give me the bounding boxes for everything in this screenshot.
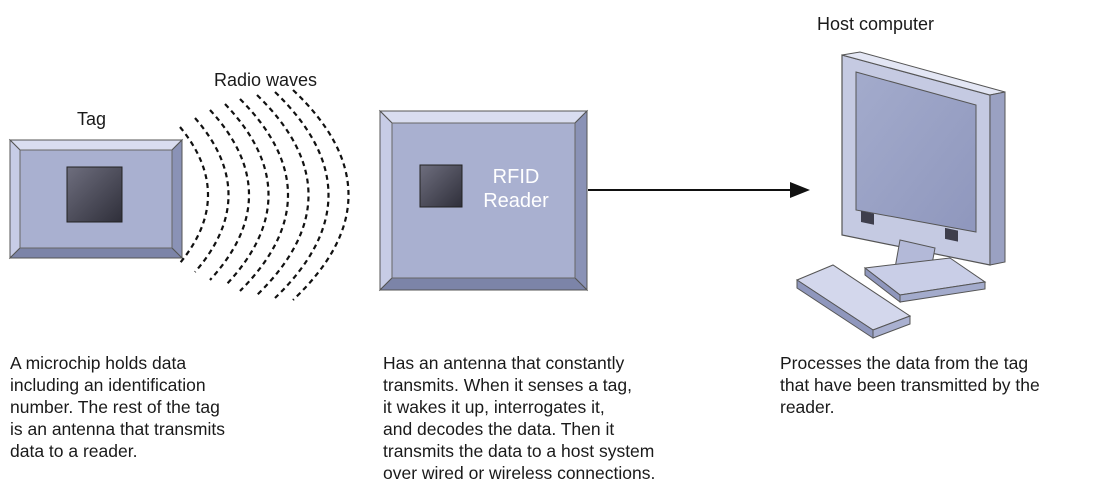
tag-microchip	[66, 166, 123, 223]
host-description: Processes the data from the tag that hav…	[780, 353, 1040, 417]
rfid-reader-box	[378, 109, 589, 292]
reader-description: Has an antenna that constantly transmits…	[383, 353, 656, 483]
host-computer	[795, 51, 1006, 339]
reader-label: RFID Reader	[470, 165, 562, 213]
data-arrow	[588, 182, 810, 198]
tag-label: Tag	[77, 109, 107, 129]
tag-box	[8, 138, 184, 260]
host-computer-label: Host computer	[817, 14, 935, 34]
reader-chip	[419, 164, 463, 208]
tag-description: A microchip holds data including an iden…	[10, 353, 225, 461]
radio-waves	[179, 89, 350, 301]
reader-label-line2: Reader	[483, 190, 549, 212]
radio-waves-label: Radio waves	[214, 70, 318, 90]
reader-label-line1: RFID	[492, 166, 540, 188]
